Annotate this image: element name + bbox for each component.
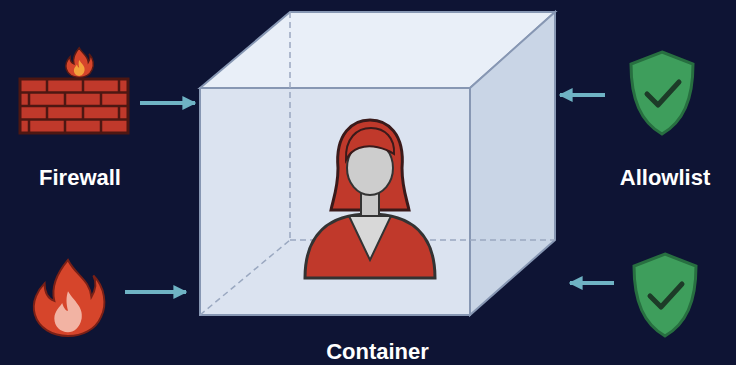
flame (34, 260, 105, 336)
check-mark (647, 82, 679, 105)
person-fringe (346, 128, 394, 160)
person-shirt (349, 216, 391, 260)
diagram-node: Firewall (20, 45, 140, 195)
node-label: Container (175, 339, 580, 365)
connector-arrow (140, 101, 195, 105)
diagram-node: Allowlist (605, 45, 725, 195)
hidden-edge (200, 240, 290, 315)
shield (634, 254, 696, 336)
node-label: Firewall (0, 165, 160, 191)
diagram-node: Container (195, 8, 560, 365)
arrow (570, 281, 614, 285)
node-label: Allowlist (585, 165, 736, 191)
shield-icon (630, 252, 700, 338)
fire-icon (28, 258, 108, 338)
container-cube (195, 8, 560, 365)
brick-joints (20, 79, 128, 133)
arrow (125, 290, 186, 294)
small-flame (66, 48, 93, 78)
connector-arrow (560, 93, 605, 97)
flame-core (54, 291, 82, 332)
cube-right (470, 12, 555, 315)
shield (631, 52, 693, 134)
small-flame-core (74, 60, 85, 76)
brick-wall (20, 79, 128, 133)
cube-front (200, 88, 470, 315)
person-body (305, 214, 435, 278)
hidden-edge (289, 12, 291, 240)
check-mark (650, 284, 682, 307)
